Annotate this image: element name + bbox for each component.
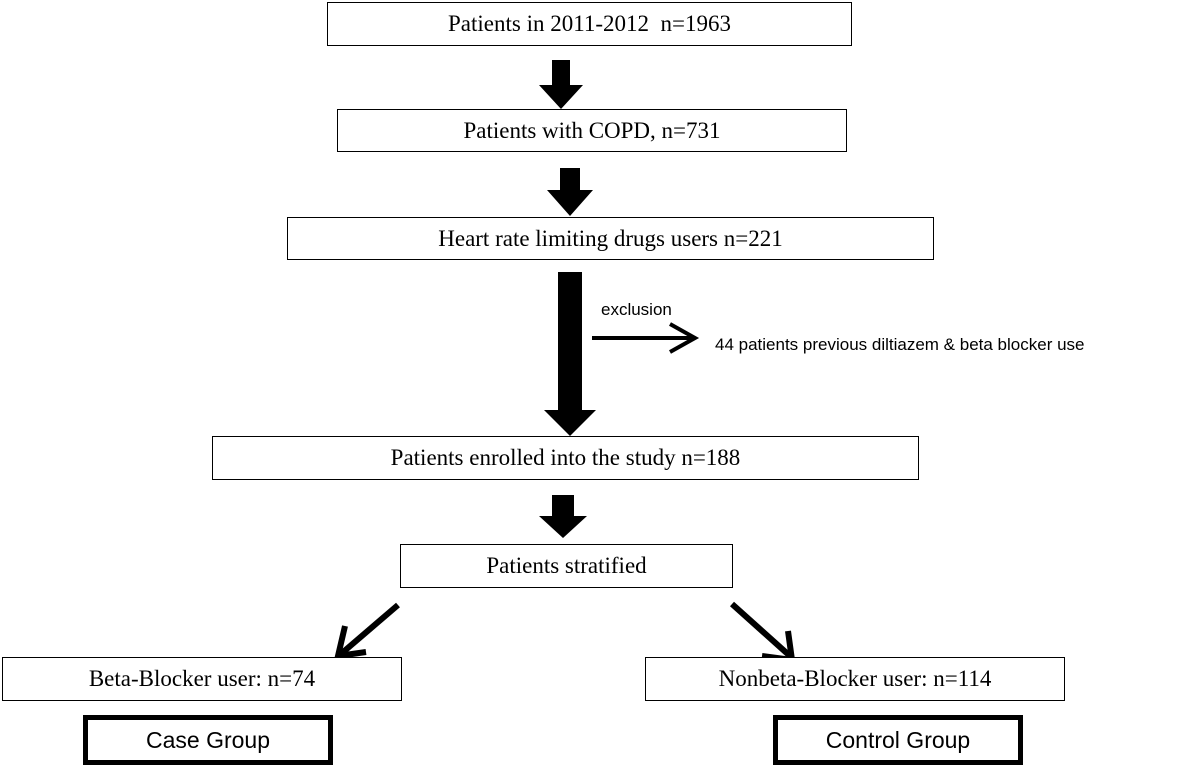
arrow-enrolled-to-stratified — [539, 495, 587, 538]
arrow-hr-drugs-to-enrolled — [544, 272, 596, 436]
exclusion-arrow — [592, 322, 700, 354]
arrow-total-to-copd — [539, 60, 583, 109]
exclusion-label: exclusion — [601, 300, 672, 319]
case-group-box: Case Group — [83, 715, 333, 765]
arrow-stratified-to-nonbeta — [729, 601, 796, 664]
node-hr-drugs-users: Heart rate limiting drugs users n=221 — [287, 217, 934, 260]
arrow-stratified-to-beta — [334, 602, 400, 660]
node-beta-blocker-users: Beta-Blocker user: n=74 — [2, 657, 402, 701]
node-copd-patients: Patients with COPD, n=731 — [337, 109, 847, 152]
control-group-box: Control Group — [773, 715, 1023, 765]
node-enrolled-patients: Patients enrolled into the study n=188 — [212, 436, 919, 480]
node-nonbeta-blocker-users: Nonbeta-Blocker user: n=114 — [645, 657, 1065, 701]
exclusion-detail: 44 patients previous diltiazem & beta bl… — [715, 335, 1085, 354]
node-stratified-patients: Patients stratified — [400, 544, 733, 588]
arrow-copd-to-hr-drugs — [547, 168, 593, 216]
node-total-patients: Patients in 2011-2012 n=1963 — [327, 2, 852, 46]
